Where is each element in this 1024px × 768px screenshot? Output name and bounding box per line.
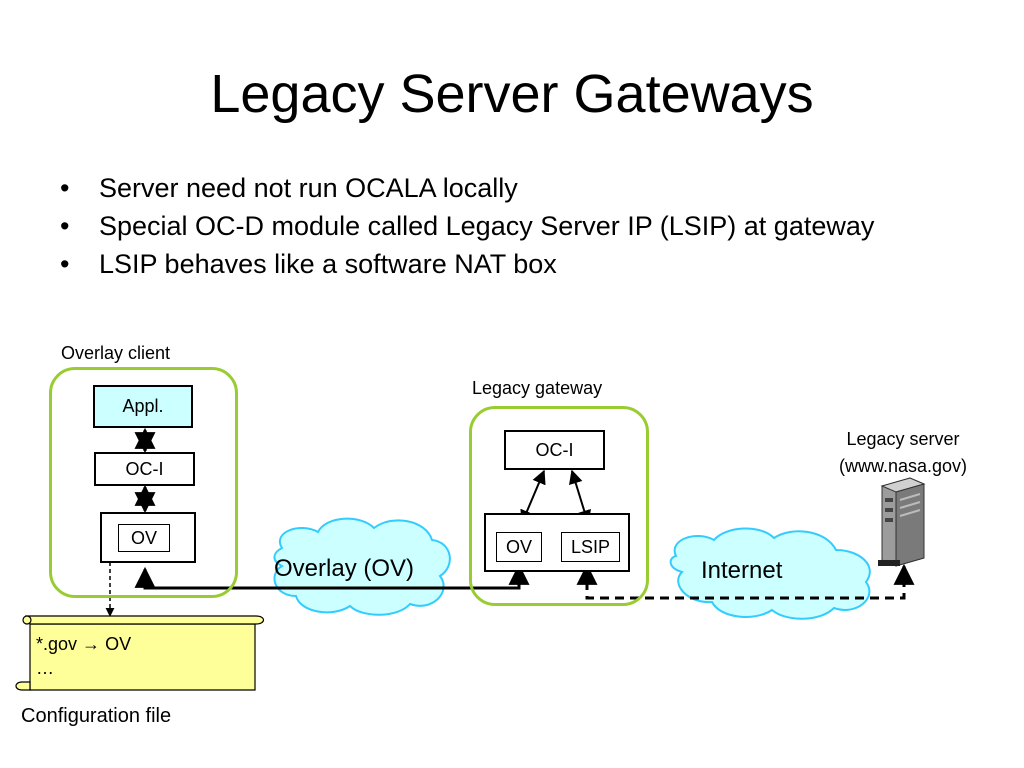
config-scroll	[15, 615, 265, 691]
slide-title: Legacy Server Gateways	[210, 64, 814, 124]
config-rule-pattern: *.gov	[36, 634, 78, 654]
config-file-content: *.gov → OV …	[36, 632, 131, 680]
bullet-item: LSIP behaves like a software NAT box	[58, 248, 978, 281]
legacy-server-label: Legacy server	[846, 429, 960, 449]
config-rule-target: OV	[105, 634, 132, 654]
internet-cloud-label: Internet	[701, 557, 783, 584]
config-rule-line: *.gov → OV	[36, 632, 131, 656]
bullet-item: Server need not run OCALA locally	[58, 172, 978, 205]
server-tower-icon	[878, 477, 926, 567]
internet-path-line	[576, 563, 915, 600]
client-appl-box: Appl.	[93, 385, 193, 428]
overlay-path-line	[134, 563, 530, 590]
legacy-gateway-group	[469, 406, 649, 606]
overlay-client-label: Overlay client	[61, 343, 171, 363]
config-file-caption: Configuration file	[21, 705, 172, 727]
legacy-server-url: (www.nasa.gov)	[838, 456, 968, 476]
overlay-cloud-label: Overlay (OV)	[274, 555, 415, 582]
bullet-item: Special OC-D module called Legacy Server…	[58, 210, 978, 243]
client-oci-box: OC-I	[94, 452, 195, 486]
gateway-lsip-box: LSIP	[561, 532, 620, 562]
bullet-list: Server need not run OCALA locally Specia…	[58, 172, 978, 286]
client-ov-box: OV	[118, 524, 170, 552]
gateway-ov-box: OV	[496, 532, 542, 562]
config-ellipsis-line: …	[36, 658, 54, 678]
config-rule-arrow: →	[82, 634, 101, 654]
legacy-gateway-label: Legacy gateway	[472, 378, 603, 398]
client-ov-container	[100, 512, 196, 563]
overlay-client-group	[49, 367, 238, 598]
gateway-oci-box: OC-I	[504, 430, 605, 470]
